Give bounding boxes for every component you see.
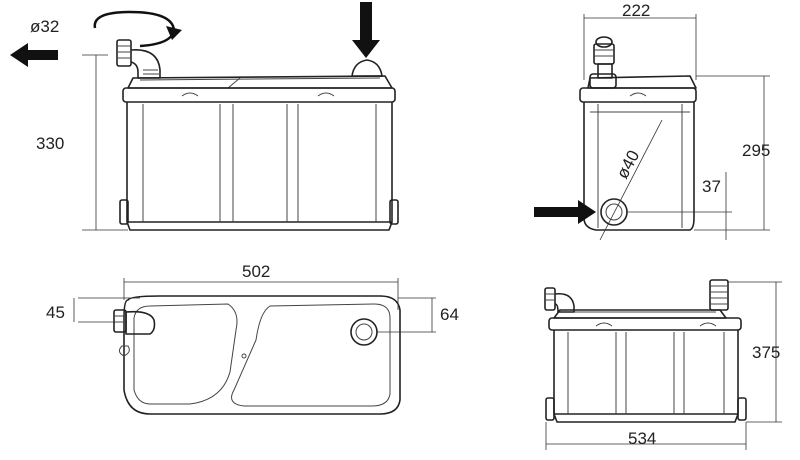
back-height-label: 375 (752, 343, 780, 362)
top-length-label: 502 (242, 262, 270, 281)
inlet-diameter-label: ø40 (613, 147, 644, 182)
back-width-label: 534 (628, 429, 656, 448)
inlet-height-label: 37 (702, 177, 721, 196)
rotate-arrow-icon (93, 10, 182, 48)
outlet-diameter-label: ø32 (30, 17, 59, 36)
front-height-label: 330 (36, 134, 64, 153)
front-view: 330 ø32 (30, 17, 399, 231)
top-view: 502 45 64 (46, 262, 459, 415)
side-height-label: 295 (742, 141, 770, 160)
back-view: 375 534 (544, 279, 782, 450)
top-offset-left-label: 45 (46, 303, 65, 322)
flow-arrow-left-icon (10, 43, 58, 67)
flow-arrow-down-icon (352, 2, 380, 58)
top-offset-right-label: 64 (440, 305, 459, 324)
flow-arrow-right-icon (534, 200, 596, 224)
side-depth-label: 222 (622, 1, 650, 20)
side-view: ø40 222 295 37 (579, 1, 770, 241)
